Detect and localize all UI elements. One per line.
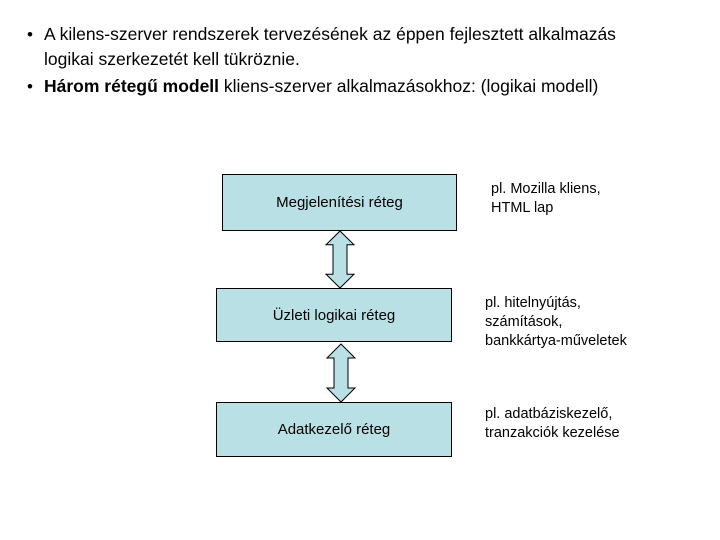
list-item: • Három rétegű modell kliens-szerver alk… — [22, 74, 642, 99]
double-arrow-presentation-to-business-icon — [324, 230, 356, 289]
diagram-box-label: Adatkezelő réteg — [277, 421, 391, 438]
diagram-box-data-management-layer: Adatkezelő réteg — [216, 402, 452, 457]
bullet-text-body: A kilens-szerver rendszerek tervezésének… — [44, 24, 616, 69]
list-item: • A kilens-szerver rendszerek tervezésén… — [22, 22, 642, 72]
diagram-box-label: Megjelenítési réteg — [276, 194, 403, 211]
bullet-list: • A kilens-szerver rendszerek tervezésén… — [22, 22, 642, 101]
bullet-text: A kilens-szerver rendszerek tervezésének… — [44, 22, 642, 72]
diagram-box-business-logic-layer: Üzleti logikai réteg — [216, 288, 452, 342]
diagram-box-presentation-layer: Megjelenítési réteg — [222, 174, 457, 231]
diagram-box-label: Üzleti logikai réteg — [272, 306, 396, 324]
diagram-caption-data-management-layer: pl. adatbáziskezelő, tranzakciók kezelés… — [485, 406, 620, 441]
bullet-marker-icon: • — [27, 25, 33, 44]
bullet-text-emphasis: Három rétegű modell — [44, 76, 220, 96]
diagram-caption-business-logic-layer: pl. hitelnyújtás, számítások, bankkártya… — [485, 295, 627, 349]
diagram-caption-presentation-layer: pl. Mozilla kliens, HTML lap — [491, 181, 601, 216]
double-arrow-business-to-data-icon — [325, 343, 357, 403]
bullet-text: Három rétegű modell kliens-szerver alkal… — [44, 74, 642, 99]
bullet-marker-icon: • — [27, 77, 33, 96]
bullet-text-body: kliens-szerver alkalmazásokhoz: (logikai… — [219, 76, 599, 96]
